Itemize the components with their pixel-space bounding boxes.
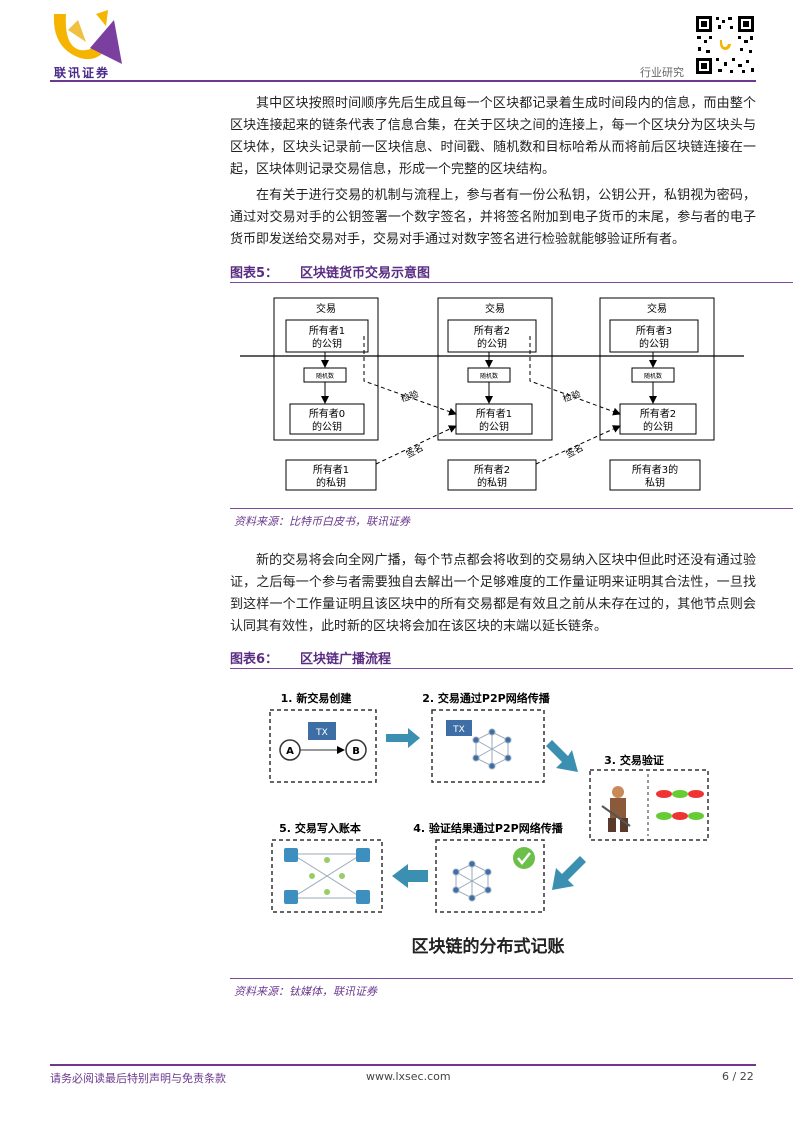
step2-label: 2. 交易通过P2P网络传播 (422, 691, 550, 705)
company-logo (50, 8, 130, 84)
tx-tag-2-text: TX (452, 725, 465, 735)
figure5-label: 图表5： (230, 266, 279, 281)
verify-label-2: 检验 (561, 388, 582, 405)
block2-owner-bottom-line1: 所有者1 (476, 407, 512, 420)
sign-label-2: 签名 (564, 442, 586, 461)
transaction-block-1: 交易 所有者1 的公钥 随机数 所有者0 的公钥 (273, 297, 379, 441)
block1-nonce: 随机数 (316, 372, 334, 380)
footer-divider (50, 1064, 756, 1066)
block1-owner-bottom-line2: 的公钥 (312, 420, 342, 433)
paragraph-blockchain-structure: 其中区块按照时间顺序先后生成且每一个区块都记录着生成时间段内的信息，而由整个区块… (230, 96, 756, 177)
section-label: 行业研究 (640, 66, 684, 79)
node-b (345, 739, 367, 761)
verify-arrow-2 (529, 336, 621, 416)
step2-box (431, 709, 545, 783)
private-key-2-line1: 所有者2 (474, 463, 510, 476)
private-key-3-line2: 私钥 (645, 476, 665, 489)
page-number: 6 / 22 (722, 1070, 754, 1083)
figure5-name: 区块链货币交易示意图 (300, 266, 431, 281)
figure5-bottom-divider (230, 508, 793, 509)
qr-code-icon (694, 14, 756, 76)
figure6-title: 图表6： 区块链广播流程 (230, 648, 391, 667)
sign-label-1: 签名 (404, 442, 426, 461)
block2-owner-bottom-line2: 的公钥 (479, 420, 509, 433)
block3-nonce: 随机数 (644, 372, 662, 380)
step1-label: 1. 新交易创建 (281, 691, 353, 705)
private-key-box-1 (285, 459, 377, 491)
flow-arrow-3 (552, 856, 586, 890)
footer-website[interactable]: www.lxsec.com (366, 1070, 451, 1083)
block1-owner-bottom-line1: 所有者0 (309, 407, 345, 420)
step4-label: 4. 验证结果通过P2P网络传播 (413, 821, 563, 835)
private-key-1-line1: 所有者1 (313, 463, 349, 476)
tx-tag-2 (446, 720, 472, 736)
miner-icon (601, 786, 631, 832)
paragraph-broadcast: 新的交易将会向全网广播，每个节点都会将收到的交易纳入区块中但此时还没有通过验证，… (230, 553, 756, 634)
figure6-source: 资料来源：钛媒体，联讯证券 (234, 985, 377, 998)
block2-owner-top-line1: 所有者2 (474, 324, 510, 337)
block1-tx-label: 交易 (316, 302, 336, 315)
figure5-divider (230, 282, 793, 283)
block3-owner-top-line1: 所有者3 (636, 324, 672, 337)
company-name: 联讯证券 (54, 66, 111, 80)
step3-label: 3. 交易验证 (604, 753, 664, 767)
block3-owner-bottom-line1: 所有者2 (640, 407, 676, 420)
sign-arrow-2 (535, 425, 621, 465)
private-key-box-3 (609, 459, 701, 491)
header-divider (50, 80, 756, 82)
block3-tx-label: 交易 (647, 302, 667, 315)
private-key-box-2 (447, 459, 537, 491)
step3-box (589, 769, 709, 841)
node-b-label: B (352, 746, 360, 757)
figure5-title: 图表5： 区块链货币交易示意图 (230, 262, 430, 281)
step5-label: 5. 交易写入账本 (279, 821, 361, 835)
private-key-3-line1: 所有者3的 (632, 463, 678, 476)
p2p-network-icon-1 (472, 728, 512, 770)
block3-owner-top-line2: 的公钥 (639, 337, 669, 350)
footer-disclaimer: 请务必阅读最后特别声明与免责条款 (50, 1072, 226, 1085)
block2-owner-top-line2: 的公钥 (477, 337, 507, 350)
step1-box (269, 709, 377, 783)
ledger-network-icon (284, 848, 370, 904)
node-a-label: A (286, 746, 294, 757)
p2p-network-icon-2 (452, 860, 492, 902)
tx-tag-1 (308, 722, 336, 740)
transaction-block-2: 交易 所有者2 的公钥 随机数 所有者1 的公钥 (437, 297, 553, 441)
flow-arrow-2 (546, 740, 578, 772)
transaction-diagram: 交易 所有者1 的公钥 随机数 所有者0 的公钥 所有者1 的私钥 交易 所有者… (240, 297, 744, 491)
figure5-source: 资料来源：比特币白皮书，联讯证券 (234, 515, 410, 528)
figure6-divider (230, 668, 793, 669)
figure6-bottom-divider (230, 978, 793, 979)
block1-owner-top-line2: 的公钥 (312, 337, 342, 350)
figure6-caption: 区块链的分布式记账 (412, 936, 565, 957)
flow-arrow-4 (392, 864, 428, 888)
figure6-label: 图表6： (230, 652, 279, 667)
broadcast-flow-diagram: 1. 新交易创建 TX A B 2. 交易通过P2P网络传播 TX 3. 交易验… (269, 691, 709, 957)
step4-box (435, 839, 545, 913)
block3-owner-bottom-line2: 的公钥 (643, 420, 673, 433)
block2-nonce: 随机数 (480, 372, 498, 380)
private-key-2-line2: 的私钥 (477, 476, 507, 489)
tx-tag-1-text: TX (315, 728, 328, 738)
block2-tx-label: 交易 (485, 302, 505, 315)
transaction-block-3: 交易 所有者3 的公钥 随机数 所有者2 的公钥 (599, 297, 715, 441)
check-icon (513, 847, 535, 869)
figure6-name: 区块链广播流程 (300, 652, 392, 667)
sign-arrow-1 (375, 425, 457, 465)
verify-arrow-1 (363, 336, 457, 416)
block1-owner-top-line1: 所有者1 (309, 324, 345, 337)
verify-label-1: 检验 (399, 388, 420, 405)
paragraph-transaction-mechanism: 在有关于进行交易的机制与流程上，参与者有一份公私钥，公钥公开，私钥视为密码，通过… (230, 188, 756, 247)
flow-arrow-1 (386, 728, 420, 748)
validation-tokens-icon (656, 790, 704, 820)
private-key-1-line2: 的私钥 (316, 476, 346, 489)
